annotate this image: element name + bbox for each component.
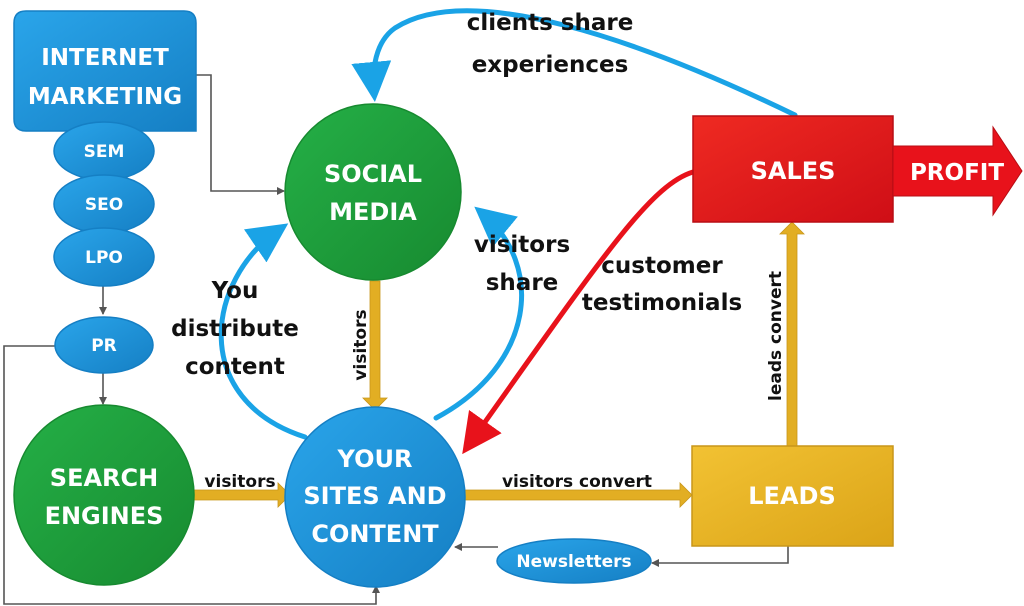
you-distribute-label-line2: distribute (171, 316, 299, 342)
seo-label: SEO (85, 195, 123, 215)
leads-convert-label: leads convert (766, 271, 786, 401)
search-engines-node: SEARCH ENGINES (13, 404, 195, 586)
leads-node: LEADS (691, 445, 894, 547)
pr-label: PR (91, 336, 117, 356)
social-media-line2: MEDIA (329, 198, 417, 226)
edge-labels: clients share experiences You distribute… (171, 10, 786, 492)
clients-share-arrow (351, 8, 798, 118)
your-sites-line2: SITES AND (303, 482, 446, 510)
your-sites-line3: CONTENT (311, 520, 439, 548)
customer-testimonials-label-line1: customer (601, 253, 723, 279)
your-sites-node: YOUR SITES AND CONTENT (284, 406, 466, 588)
im-to-social-connector (196, 74, 285, 195)
visitors-convert-label: visitors convert (502, 472, 652, 492)
internet-marketing-line1: INTERNET (41, 45, 169, 71)
search-engines-line1: SEARCH (50, 464, 158, 492)
you-distribute-label-line3: content (185, 354, 285, 380)
internet-marketing-node: INTERNET MARKETING (13, 10, 197, 132)
social-media-node: SOCIAL MEDIA (284, 103, 462, 281)
customer-testimonials-label-line2: testimonials (582, 290, 742, 316)
search-to-sites-arrow (193, 482, 291, 508)
gray-connectors (3, 74, 789, 605)
profit-label: PROFIT (910, 160, 1004, 186)
blue-arrows (218, 8, 798, 440)
leads-label: LEADS (748, 482, 835, 510)
newsletters-node: Newsletters (496, 538, 652, 584)
your-sites-line1: YOUR (337, 445, 413, 473)
visitors-vertical-label: visitors (351, 309, 371, 380)
sem-node: SEM (53, 121, 155, 181)
customer-testimonials-arrow (462, 169, 696, 455)
sites-to-leads-arrow (461, 482, 693, 508)
visitors-share-label-line2: share (486, 270, 559, 296)
profit-arrow: PROFIT (892, 125, 1023, 217)
leads-to-newsletters-connector (651, 546, 789, 567)
newsletters-label: Newsletters (516, 552, 631, 572)
visitors-share-label-line1: visitors (474, 232, 570, 258)
visitors-horizontal-label: visitors (204, 472, 275, 492)
search-engines-line2: ENGINES (45, 502, 164, 530)
lpo-node: LPO (53, 227, 155, 287)
you-distribute-arrow (218, 223, 308, 440)
you-distribute-label-line1: You (211, 278, 259, 304)
sales-label: SALES (751, 157, 836, 185)
pr-to-sites-connector (3, 345, 380, 605)
social-to-sites-arrow (362, 280, 388, 411)
lpo-label: LPO (85, 248, 123, 268)
visitors-share-arrow (433, 206, 524, 421)
leads-to-sales-arrow (779, 221, 805, 447)
social-media-line1: SOCIAL (324, 160, 422, 188)
clients-share-label-line1: clients share (467, 10, 634, 36)
sem-label: SEM (84, 142, 125, 162)
internet-marketing-line2: MARKETING (28, 84, 182, 110)
gold-arrows (193, 221, 805, 508)
clients-share-label-line2: experiences (472, 52, 629, 78)
seo-node: SEO (53, 174, 155, 234)
sales-node: SALES (692, 115, 894, 223)
pr-node: PR (54, 316, 154, 374)
